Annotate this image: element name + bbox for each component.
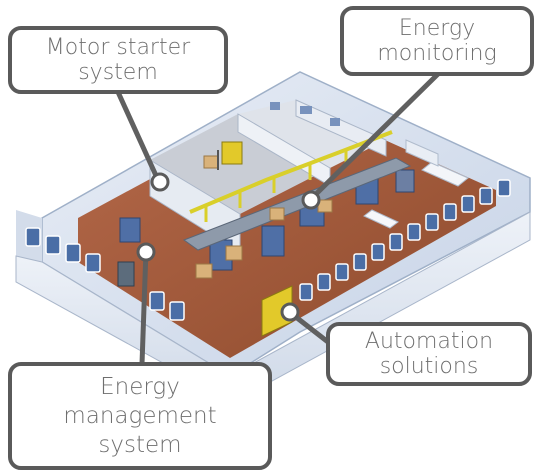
connector-energy-monitoring — [310, 72, 440, 200]
callout-energy-management-system: Energy management system — [8, 362, 272, 470]
roof-vent-2 — [405, 139, 439, 167]
callout-energy-monitoring: Energy monitoring — [340, 6, 534, 76]
callout-line: monitoring — [377, 41, 497, 66]
hotspot-motor-starter[interactable] — [150, 172, 170, 192]
callout-line: management — [63, 402, 217, 429]
hotspot-automation[interactable] — [280, 302, 300, 322]
office-furniture — [270, 102, 340, 126]
hotspot-markers — [136, 172, 321, 322]
windows-right — [299, 179, 511, 301]
callout-line: system — [78, 60, 158, 85]
callout-automation-solutions: Automation solutions — [326, 322, 532, 386]
callout-line: solutions — [379, 354, 479, 379]
callout-line: Automation — [364, 329, 494, 354]
connector-motor-starter — [115, 90, 161, 182]
roof-vent-3 — [363, 209, 399, 229]
rail-supports — [204, 150, 348, 222]
callout-line: system — [98, 431, 182, 458]
crates — [195, 155, 333, 279]
roof-vent — [421, 161, 469, 187]
connector-automation — [290, 312, 330, 344]
callout-line: Energy — [100, 373, 180, 400]
connector-lines — [115, 72, 440, 365]
connector-energy-management — [139, 249, 149, 365]
callout-line: Energy — [398, 16, 476, 41]
forklift — [217, 141, 243, 170]
yellow-door-area — [261, 285, 293, 337]
windows-left — [25, 227, 185, 321]
callout-line: Motor starter — [45, 35, 191, 60]
callout-motor-starter-system: Motor starter system — [8, 26, 228, 94]
office-floor — [238, 100, 386, 168]
hotspot-energy-management[interactable] — [136, 242, 156, 262]
hotspot-energy-monitoring[interactable] — [301, 190, 321, 210]
